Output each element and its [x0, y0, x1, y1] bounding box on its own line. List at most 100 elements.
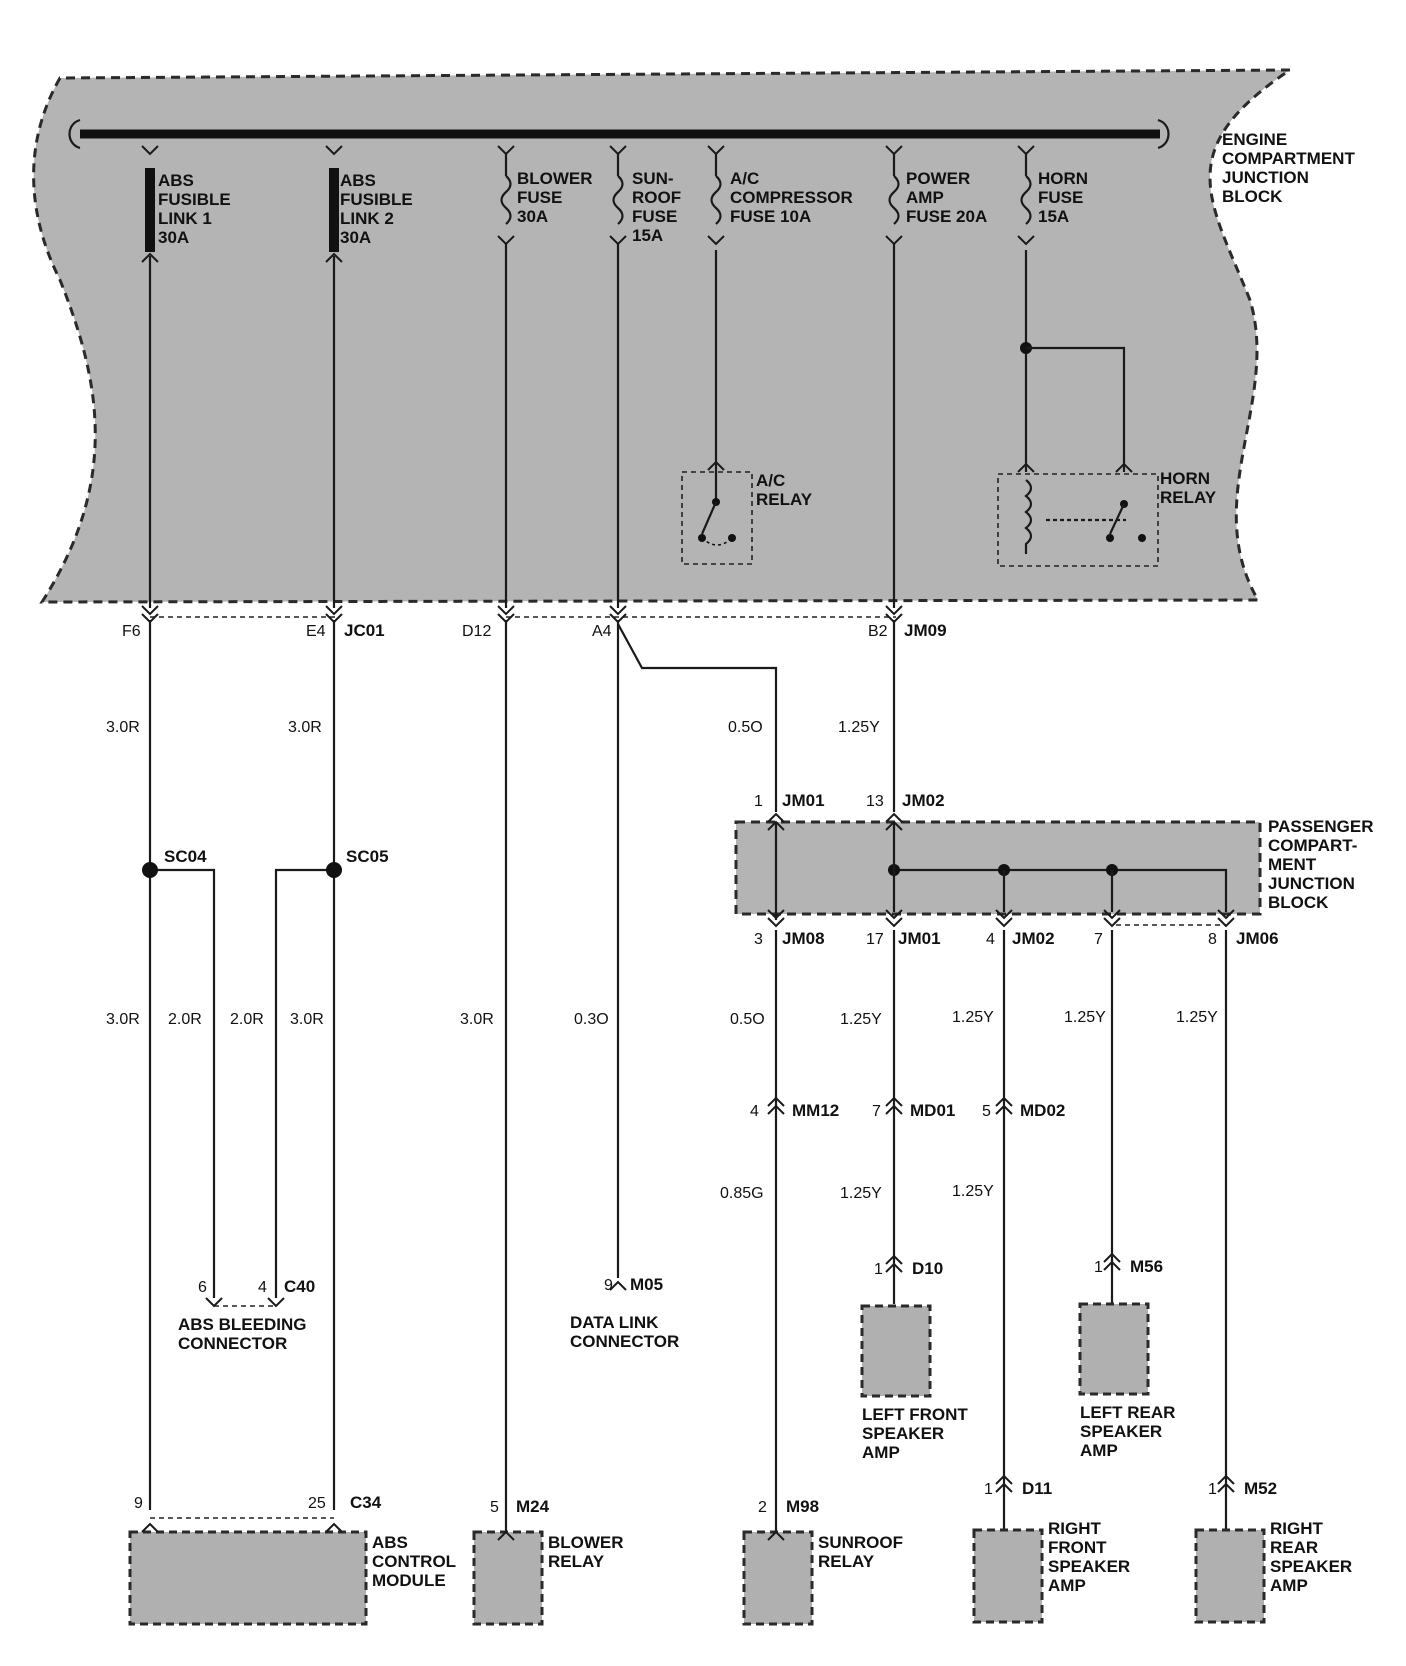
wiring [142, 620, 1228, 1534]
rr-amp-label: RIGHT REAR SPEAKER AMP [1270, 1519, 1357, 1595]
terminal [885, 1096, 903, 1107]
terminal [497, 613, 515, 624]
terminal [885, 917, 903, 928]
terminal [325, 1522, 343, 1533]
fuse-label-ac: A/C COMPRESSOR FUSE 10A [730, 169, 858, 226]
engine-compartment-junction-block: ENGINE COMPARTMENT JUNCTION BLOCK [32, 68, 1360, 604]
fuse-symbol [500, 175, 512, 225]
terminal [995, 1474, 1013, 1485]
inline-conn-md02: MD02 [1020, 1101, 1065, 1120]
pin: 9 [604, 1277, 613, 1294]
pb-out-conn-jm08: JM08 [782, 929, 825, 948]
splice-sc05 [326, 862, 342, 878]
connector-terminals [141, 605, 1235, 1541]
fuse-label-blower: BLOWER FUSE 30A [517, 169, 597, 226]
terminal [767, 909, 785, 920]
pin-b2: B2 [868, 623, 888, 640]
pb-in-pin-13: 13 [866, 793, 884, 810]
conn-c40: C40 [284, 1277, 315, 1296]
terminal [995, 917, 1013, 928]
pin-e4: E4 [306, 623, 326, 640]
conn-m24: M24 [516, 1497, 550, 1516]
wire-label: 3.0R [288, 719, 322, 736]
wire-label: 1.25Y [840, 1185, 882, 1202]
terminal [1217, 909, 1235, 920]
fuse-terminal [707, 235, 725, 246]
inline-conn-mm12: MM12 [792, 1101, 839, 1120]
fuse-symbol [888, 175, 900, 225]
wire-label: 0.5O [730, 1011, 765, 1028]
lf-amp-label: LEFT FRONT SPEAKER AMP [862, 1405, 973, 1462]
abs-module-label: ABS CONTROL MODULE [372, 1533, 460, 1590]
terminal [1103, 1260, 1121, 1271]
conn-m56: M56 [1130, 1257, 1163, 1276]
pb-out-pin-7: 7 [1094, 931, 1103, 948]
terminal [767, 820, 785, 831]
conn-m05: M05 [630, 1275, 663, 1294]
fuse-symbol [710, 175, 722, 225]
inline-pin-4: 4 [750, 1103, 759, 1120]
pin: 4 [258, 1279, 267, 1296]
inline-pin-5: 5 [982, 1103, 991, 1120]
data-link-connector: 9 M05 DATA LINK CONNECTOR [570, 1275, 679, 1351]
terminal [995, 1096, 1013, 1107]
ac-relay-label: A/C RELAY [756, 471, 813, 509]
terminal [995, 909, 1013, 920]
fuse-symbol [612, 175, 624, 225]
wire-label: 0.5O [728, 719, 763, 736]
fuse-label-amp: POWER AMP FUSE 20A [906, 169, 987, 226]
busbar-end-right [1157, 118, 1170, 150]
fusible-link-symbol [329, 168, 339, 252]
wire-label: 1.25Y [1064, 1009, 1106, 1026]
blower-relay-label: BLOWER RELAY [548, 1533, 628, 1571]
terminal [497, 605, 515, 616]
terminal [205, 1297, 223, 1308]
terminal [885, 1104, 903, 1115]
wire-label: 3.0R [106, 719, 140, 736]
pin-d12: D12 [462, 623, 491, 640]
terminal [995, 1482, 1013, 1493]
inline-conn-md01: MD01 [910, 1101, 955, 1120]
fuse-drops [141, 145, 1035, 608]
sunroof-relay: 2 M98 SUNROOF RELAY [742, 1497, 903, 1626]
rf-amp-label: RIGHT FRONT SPEAKER AMP [1048, 1519, 1135, 1595]
passenger-block-outline [734, 820, 1262, 916]
right-rear-speaker-amp: 1 M52 RIGHT REAR SPEAKER AMP [1194, 1479, 1357, 1624]
pb-out-conn-jm01: JM01 [898, 929, 941, 948]
terminal [267, 1297, 285, 1308]
pb-out-pin-3: 3 [754, 931, 763, 948]
fuse-terminal [325, 252, 343, 263]
terminal [1103, 1252, 1121, 1263]
pin: 6 [198, 1279, 207, 1296]
conn-jc01: JC01 [344, 621, 385, 640]
terminal [885, 909, 903, 920]
terminal [497, 1530, 515, 1541]
pb-in-conn-jm01: JM01 [782, 791, 825, 810]
wire-label: 3.0R [290, 1011, 324, 1028]
terminal [141, 1522, 159, 1533]
pin: 9 [134, 1495, 143, 1512]
terminal [609, 613, 627, 624]
wire-label: 1.25Y [952, 1183, 994, 1200]
engine-block-label: ENGINE COMPARTMENT JUNCTION BLOCK [1222, 130, 1360, 206]
terminal [325, 613, 343, 624]
label-sc04: SC04 [164, 847, 207, 866]
pb-out-conn-jm06: JM06 [1236, 929, 1279, 948]
pin-f6: F6 [122, 623, 141, 640]
pin: 1 [984, 1481, 993, 1498]
abs-control-module: 9 25 C34 ABS CONTROL MODULE [128, 1493, 460, 1626]
wire-label: 1.25Y [840, 1011, 882, 1028]
terminal [1103, 917, 1121, 928]
fuse-label-sunroof: SUN- ROOF FUSE 15A [632, 169, 686, 245]
busbar-end-left [68, 118, 81, 150]
conn-c34: C34 [350, 1493, 382, 1512]
data-link-label: DATA LINK CONNECTOR [570, 1313, 679, 1351]
terminal [1103, 909, 1121, 920]
fuse-label-horn: HORN FUSE 15A [1038, 169, 1093, 226]
abs-bleeding-label: ABS BLEEDING CONNECTOR [178, 1315, 311, 1353]
conn-m98: M98 [786, 1497, 819, 1516]
passenger-compartment-junction-block: PASSENGER COMPART- MENT JUNCTION BLOCK [734, 817, 1374, 916]
pb-in-conn-jm02: JM02 [902, 791, 945, 810]
engine-block-outline [32, 68, 1295, 604]
